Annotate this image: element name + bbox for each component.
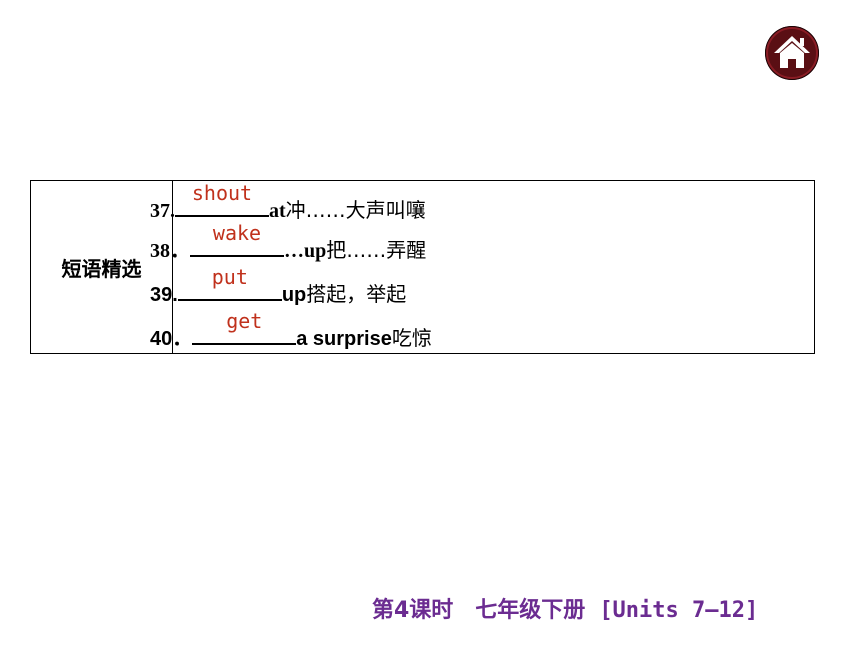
phrase-row-40: 40． get a surprise 吃惊 (150, 309, 432, 352)
phrase-row-37: 37. shout at 冲……大声叫嚷 (150, 181, 426, 224)
phrase-row-38: 38． wake …up 把……弄醒 (150, 221, 427, 264)
answer-text: wake (212, 221, 262, 245)
item-number: 40． (150, 328, 193, 350)
phrase-table: 短语精选 (30, 180, 815, 354)
item-number: 39. (150, 284, 178, 306)
answer-blank: shout (175, 181, 269, 217)
phrase-row-39: 39. put up 搭起，举起 (150, 265, 407, 308)
phrase-text: …up (284, 240, 327, 262)
answer-blank: put (177, 265, 282, 301)
answer-text: shout (191, 181, 253, 205)
phrase-text: at (269, 200, 286, 222)
phrase-meaning: 吃惊 (391, 326, 432, 350)
section-label: 短语精选 (31, 181, 173, 353)
item-number: 38． (150, 240, 190, 262)
footer-units: [Units 7—12] (599, 598, 759, 623)
answer-blank: wake (190, 221, 284, 257)
item-number: 37. (150, 200, 175, 222)
home-icon (766, 27, 818, 79)
phrase-meaning: 搭起，举起 (306, 282, 407, 306)
phrase-text: a surprise (296, 328, 392, 350)
answer-blank: get (192, 309, 297, 345)
home-button[interactable] (765, 26, 819, 80)
phrase-meaning: 冲……大声叫嚷 (285, 198, 426, 222)
footer-lesson: 第4课时 七年级下册 (372, 598, 586, 623)
phrase-text: up (281, 284, 307, 306)
phrase-meaning: 把……弄醒 (326, 238, 427, 262)
footer-lesson-info: 第4课时 七年级下册 [Units 7—12] (372, 592, 758, 624)
answer-text: get (226, 309, 263, 333)
answer-text: put (211, 265, 248, 289)
